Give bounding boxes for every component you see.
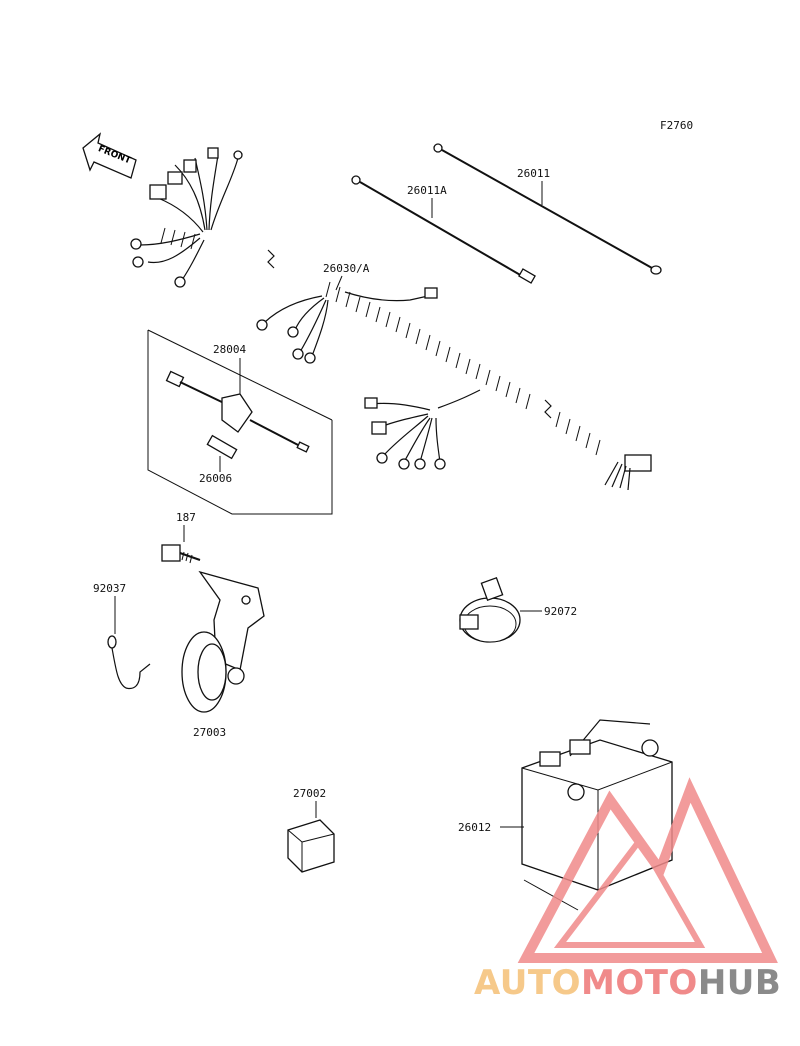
fuse-26006 xyxy=(206,434,238,460)
label-26011: 26011 xyxy=(517,167,550,180)
front-arrow-icon: FRONT xyxy=(82,132,137,179)
clip-92037 xyxy=(107,635,151,690)
label-26011A: 26011A xyxy=(407,184,447,197)
fuse-holder-28004 xyxy=(165,370,310,453)
bolt-187 xyxy=(161,544,201,564)
watermark-logo xyxy=(517,777,778,963)
main-harness xyxy=(130,147,652,491)
figure-code: F2760 xyxy=(660,119,693,132)
watermark-part-hub: HUB xyxy=(697,963,782,1003)
band-clamp-92072 xyxy=(459,576,521,643)
label-92072: 92072 xyxy=(544,605,577,618)
horn-27003 xyxy=(181,570,265,713)
relay-27002 xyxy=(287,819,335,873)
cable-26011A xyxy=(351,175,536,284)
label-187: 187 xyxy=(176,511,196,524)
label-27003: 27003 xyxy=(193,726,226,739)
connector-left-1 xyxy=(149,184,167,200)
watermark-part-auto: AUTO xyxy=(474,963,581,1003)
label-27002: 27002 xyxy=(293,787,326,800)
watermark-part-moto: MOTO xyxy=(580,963,698,1003)
watermark-text: AUTOMOTOHUB xyxy=(474,963,781,1003)
label-26006: 26006 xyxy=(199,472,232,485)
label-92037: 92037 xyxy=(93,582,126,595)
cable-26011 xyxy=(433,143,662,275)
label-26030A: 26030/A xyxy=(323,262,370,275)
label-26012: 26012 xyxy=(458,821,491,834)
label-28004: 28004 xyxy=(213,343,246,356)
leader-26030A xyxy=(335,275,343,291)
group-bracket-28004 xyxy=(147,330,333,515)
